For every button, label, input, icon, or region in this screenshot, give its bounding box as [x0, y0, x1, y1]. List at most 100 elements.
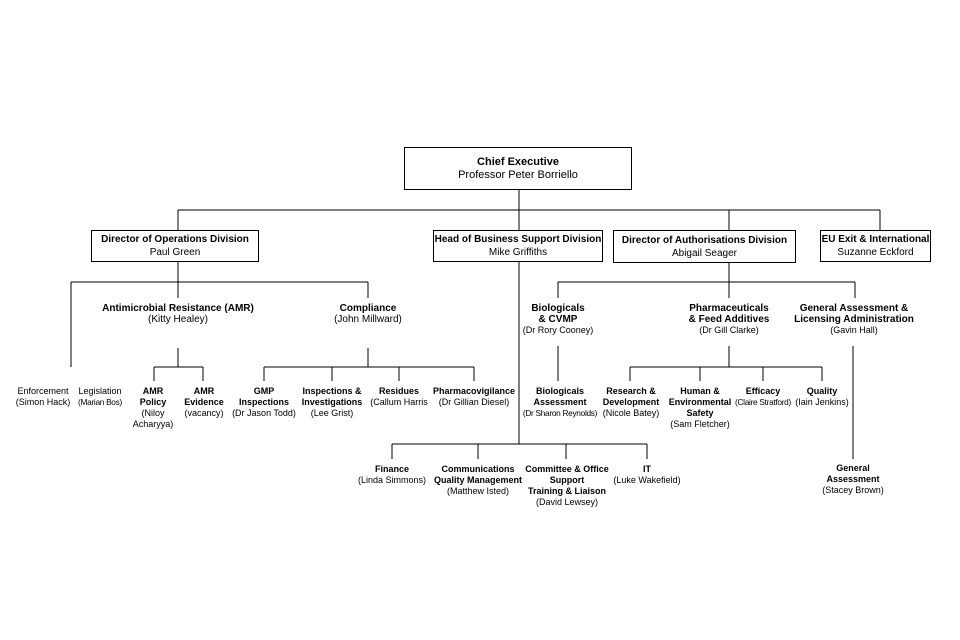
ceo-box: Chief Executive Professor Peter Borriell…	[404, 147, 632, 190]
enforcement-title: Enforcement	[17, 386, 69, 396]
finance-title: Finance	[374, 464, 409, 474]
committee-name: (David Lewsey)	[535, 497, 599, 507]
human-env-title-2: Environmental	[668, 397, 732, 407]
efficacy-title: Efficacy	[745, 386, 781, 396]
pharmacovigilance-title: Pharmacovigilance	[432, 386, 516, 396]
inspections-title-1: Inspections &	[302, 386, 362, 396]
research-title-2: Development	[602, 397, 660, 407]
human-environmental-unit: Human & Environmental Safety (Sam Fletch…	[664, 386, 736, 430]
operations-division-box: Director of Operations Division Paul Gre…	[91, 230, 259, 262]
legislation-title: Legislation	[78, 386, 122, 396]
pharmaceuticals-title-1: Pharmaceuticals	[689, 303, 769, 314]
enforcement-unit: Enforcement (Simon Hack)	[12, 386, 74, 408]
business-title: Head of Business Support Division	[434, 234, 602, 245]
legislation-unit: Legislation (Marian Bos)	[74, 386, 126, 408]
pharmaceuticals-unit: Pharmaceuticals & Feed Additives (Dr Gil…	[674, 303, 784, 336]
biologicals-assessment-title-2: Assessment	[533, 397, 587, 407]
communications-title-2: Quality Management	[433, 475, 523, 485]
finance-name: (Linda Simmons)	[357, 475, 427, 485]
amr-policy-name-1: (Niloy	[141, 408, 165, 418]
amr-unit: Antimicrobial Resistance (AMR) (Kitty He…	[98, 303, 258, 325]
general-licensing-unit: General Assessment & Licensing Administr…	[792, 303, 916, 336]
compliance-title: Compliance	[339, 303, 397, 314]
biologicals-assessment-unit: Biologicals Assessment (Dr Sharon Reynol…	[518, 386, 602, 419]
residues-title: Residues	[378, 386, 420, 396]
pharmaceuticals-name: (Dr Gill Clarke)	[699, 325, 759, 335]
biologicals-title-1: Biologicals	[531, 303, 585, 314]
biologicals-title-2: & CVMP	[538, 314, 578, 325]
general-assessment-title-2: Assessment	[826, 474, 880, 484]
pharmacovigilance-name: (Dr Gillian Diesel)	[438, 397, 510, 407]
committee-title-2: Support	[549, 475, 585, 485]
committee-title-3: Training & Liaison	[527, 486, 606, 496]
inspections-unit: Inspections & Investigations (Lee Grist)	[297, 386, 367, 419]
amr-title: Antimicrobial Resistance (AMR)	[102, 303, 254, 314]
amr-evidence-title-2: Evidence	[184, 397, 224, 407]
compliance-unit: Compliance (John Millward)	[318, 303, 418, 325]
amr-evidence-title-1: AMR	[193, 386, 215, 396]
human-env-title-1: Human &	[680, 386, 720, 396]
research-title-1: Research &	[606, 386, 656, 396]
general-licensing-title-1: General Assessment &	[799, 303, 909, 314]
communications-name: (Matthew Isted)	[446, 486, 510, 496]
it-name: (Luke Wakefield)	[613, 475, 681, 485]
compliance-name: (John Millward)	[334, 314, 402, 325]
operations-title: Director of Operations Division	[101, 234, 249, 245]
gmp-title-2: Inspections	[238, 397, 289, 407]
it-title: IT	[643, 464, 651, 474]
inspections-title-2: Investigations	[301, 397, 363, 407]
amr-policy-title-1: AMR	[142, 386, 164, 396]
efficacy-name: (Claire Stratford)	[735, 397, 791, 407]
general-assessment-title-1: General	[836, 463, 870, 473]
human-env-name: (Sam Fletcher)	[670, 419, 730, 429]
authorisations-division-box: Director of Authorisations Division Abig…	[613, 230, 796, 263]
communications-title-1: Communications	[441, 464, 515, 474]
eu-title: EU Exit & International	[821, 234, 930, 245]
committee-title-1: Committee & Office	[525, 464, 609, 474]
inspections-name: (Lee Grist)	[310, 408, 354, 418]
quality-unit: Quality (Iain Jenkins)	[792, 386, 852, 408]
quality-title: Quality	[806, 386, 838, 396]
legislation-name: (Marian Bos)	[78, 397, 122, 407]
biologicals-assessment-title-1: Biologicals	[535, 386, 584, 396]
gmp-title-1: GMP	[253, 386, 275, 396]
business-division-box: Head of Business Support Division Mike G…	[433, 230, 603, 262]
committee-unit: Committee & Office Support Training & Li…	[522, 464, 612, 508]
amr-evidence-unit: AMR Evidence (vacancy)	[178, 386, 230, 419]
general-licensing-title-2: Licensing Administration	[794, 314, 914, 325]
finance-unit: Finance (Linda Simmons)	[357, 464, 427, 486]
general-assessment-name: (Stacey Brown)	[822, 485, 884, 495]
biologicals-assessment-name: (Dr Sharon Reynolds)	[522, 408, 598, 418]
authorisations-title: Director of Authorisations Division	[621, 234, 788, 246]
gmp-unit: GMP Inspections (Dr Jason Todd)	[228, 386, 300, 419]
pharmaceuticals-title-2: & Feed Additives	[688, 314, 770, 325]
pharmacovigilance-unit: Pharmacovigilance (Dr Gillian Diesel)	[428, 386, 520, 408]
business-name: Mike Griffiths	[488, 247, 548, 258]
human-env-title-3: Safety	[686, 408, 714, 418]
communications-unit: Communications Quality Management (Matth…	[430, 464, 526, 497]
authorisations-name: Abigail Seager	[671, 247, 738, 259]
amr-policy-title-2: Policy	[139, 397, 167, 407]
amr-policy-unit: AMR Policy (Niloy Acharyya)	[128, 386, 178, 430]
amr-name: (Kitty Healey)	[147, 314, 208, 325]
gmp-name: (Dr Jason Todd)	[232, 408, 296, 418]
research-unit: Research & Development (Nicole Batey)	[598, 386, 664, 419]
residues-name: (Callum Harris	[370, 397, 428, 407]
eu-exit-box: EU Exit & International Suzanne Eckford	[820, 230, 931, 262]
ceo-name: Professor Peter Borriello	[458, 168, 578, 181]
research-name: (Nicole Batey)	[602, 408, 660, 418]
eu-name: Suzanne Eckford	[837, 247, 914, 258]
enforcement-name: (Simon Hack)	[15, 397, 71, 407]
efficacy-unit: Efficacy (Claire Stratford)	[729, 386, 797, 408]
ceo-title: Chief Executive	[477, 155, 559, 168]
operations-name: Paul Green	[149, 247, 201, 258]
it-unit: IT (Luke Wakefield)	[612, 464, 682, 486]
residues-unit: Residues (Callum Harris	[367, 386, 431, 408]
quality-name: (Iain Jenkins)	[795, 397, 849, 407]
amr-evidence-name: (vacancy)	[184, 408, 224, 418]
amr-policy-name-2: Acharyya)	[132, 419, 174, 429]
biologicals-name: (Dr Rory Cooney)	[522, 325, 594, 335]
general-assessment-unit: General Assessment (Stacey Brown)	[818, 463, 888, 496]
general-licensing-name: (Gavin Hall)	[830, 325, 878, 335]
